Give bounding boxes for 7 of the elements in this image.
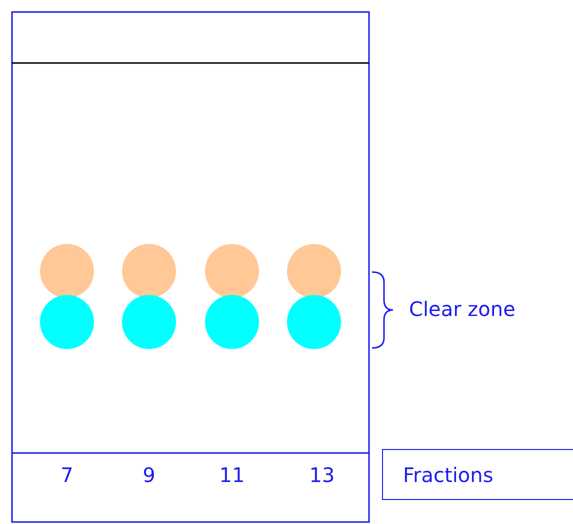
zone-label: Clear zone: [409, 297, 516, 321]
fraction-number: 13: [309, 463, 335, 487]
fraction-number: 11: [219, 463, 245, 487]
fraction-number: 7: [60, 463, 74, 487]
box-label: Fractions: [403, 463, 494, 487]
label-box: [382, 449, 573, 500]
fraction-number: 9: [142, 463, 156, 487]
